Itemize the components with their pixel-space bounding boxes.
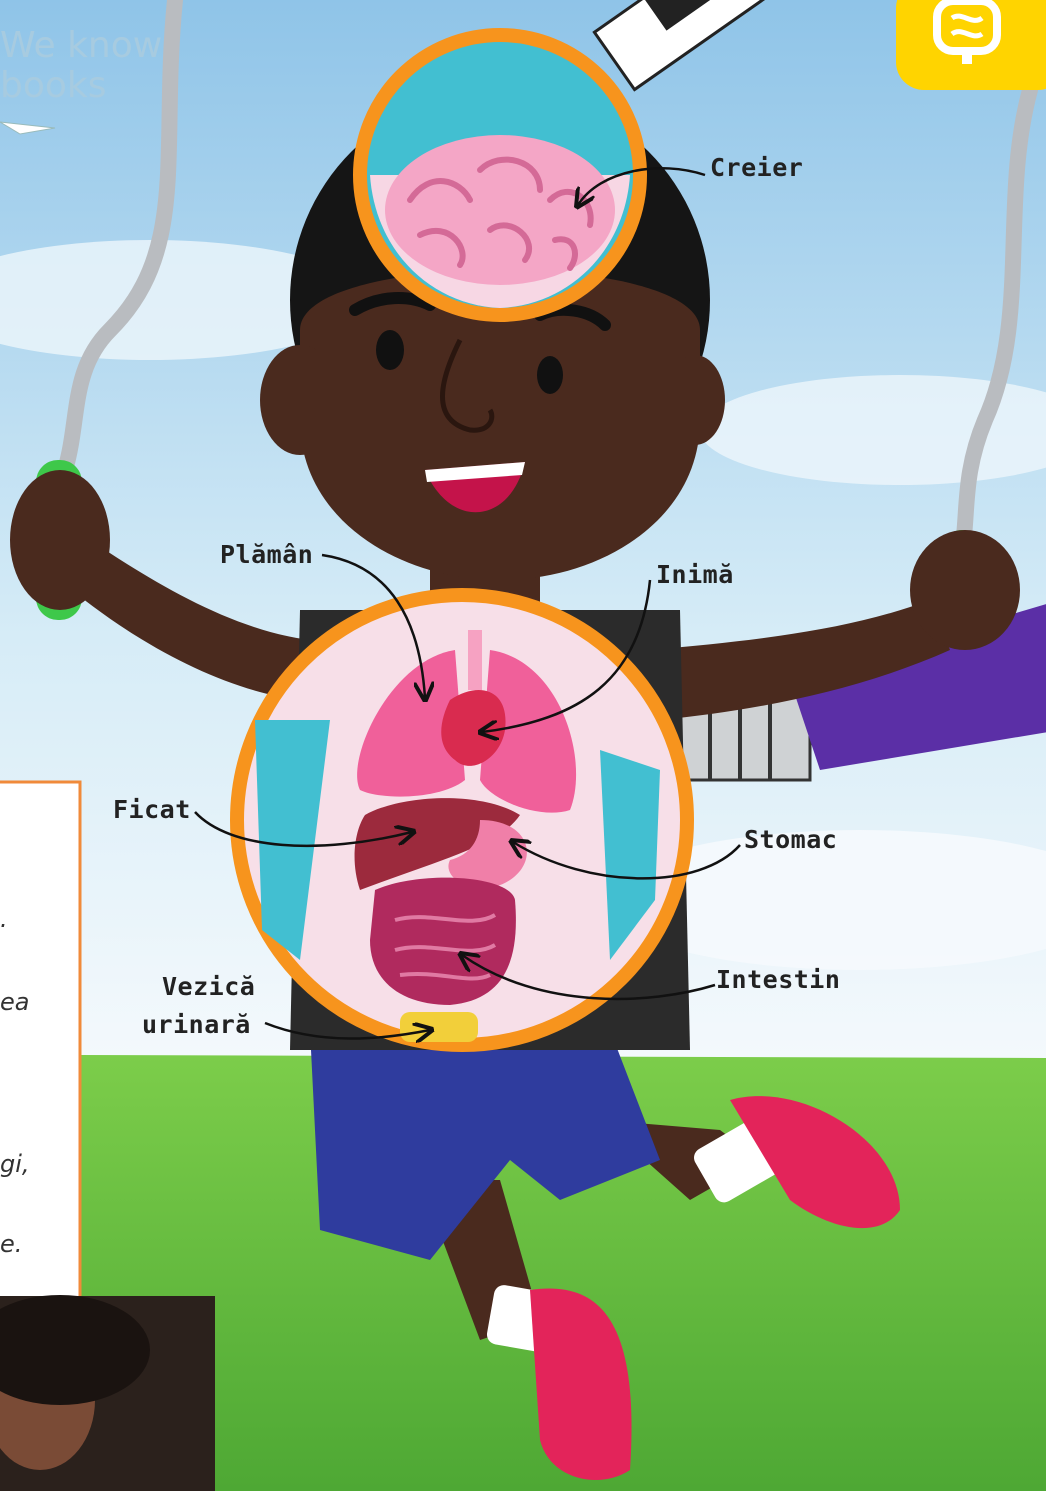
label-lung: Plămân (220, 540, 313, 569)
text-card (0, 782, 80, 1302)
label-liver: Ficat (113, 795, 191, 824)
intestine-icon (932, 0, 1002, 66)
brain-icon (385, 135, 615, 285)
trachea-organ (468, 630, 482, 690)
side-text-2: ea (0, 988, 29, 1016)
hand-left (10, 470, 110, 610)
label-intestine: Intestin (716, 965, 840, 994)
eye-left (376, 330, 404, 370)
side-text-1: . (0, 905, 8, 933)
watermark-line-2: books (0, 66, 162, 106)
side-text-3: gi, (0, 1150, 30, 1178)
label-stomach: Stomac (744, 825, 837, 854)
label-heart: Inimă (656, 560, 734, 589)
watermark-line-1: We know (0, 26, 162, 66)
ear-right (665, 355, 725, 445)
topic-badge (896, 0, 1046, 90)
label-bladder-line-2: urinară (142, 1010, 251, 1039)
bladder-organ (400, 1012, 478, 1042)
watermark: We know books (0, 26, 162, 106)
hand-right (910, 530, 1020, 650)
ear-left (260, 345, 340, 455)
side-text-4: e. (0, 1230, 22, 1258)
eye-right (537, 356, 563, 394)
intestine-organ (370, 878, 516, 1005)
label-bladder-line-1: Vezică (162, 972, 255, 1001)
label-brain: Creier (710, 153, 803, 182)
